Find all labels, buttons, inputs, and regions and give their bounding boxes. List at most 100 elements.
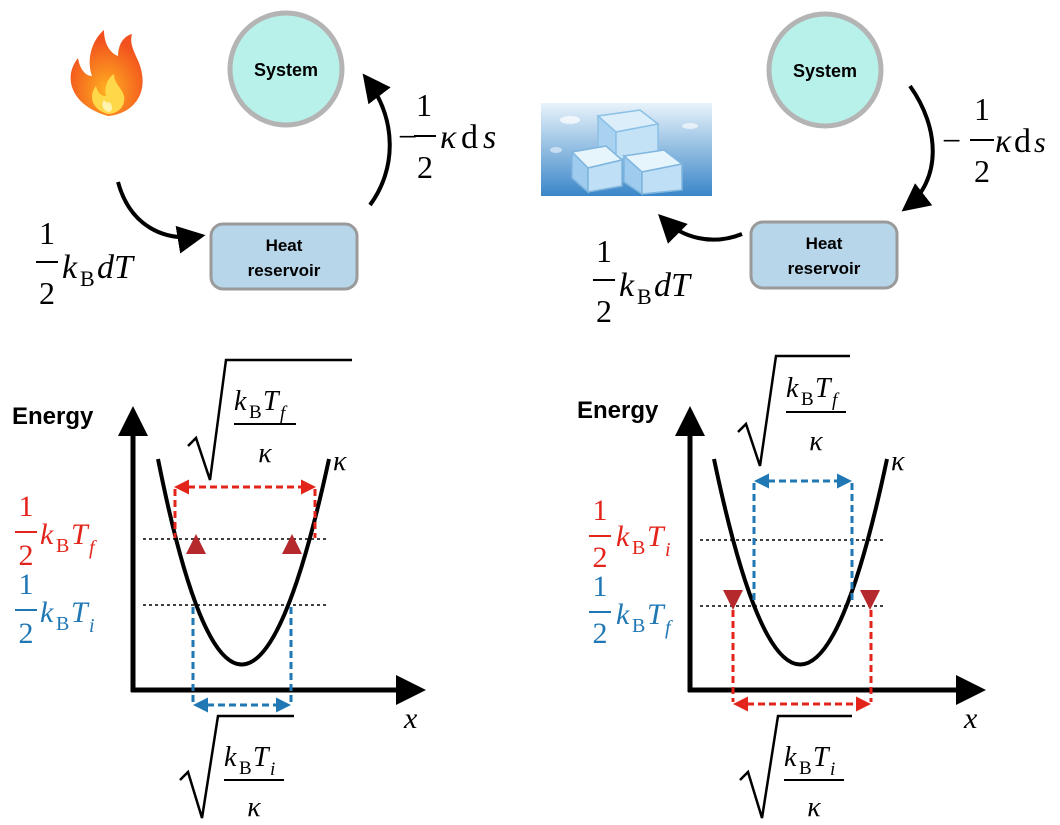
top-width-formula: k B T f κ xyxy=(737,354,850,467)
svg-text:i: i xyxy=(830,759,835,780)
svg-text:T: T xyxy=(647,520,666,553)
heat-reservoir-label-line2: reservoir xyxy=(248,261,321,280)
flame-to-reservoir-arrow xyxy=(116,181,206,254)
svg-text:f: f xyxy=(89,537,97,559)
svg-text:d: d xyxy=(1014,123,1031,160)
curve-stiffness-label: κ xyxy=(891,446,905,477)
system-to-reservoir-arrow xyxy=(901,84,935,212)
svg-text:1: 1 xyxy=(19,568,34,601)
system-node xyxy=(227,10,345,128)
svg-text:1: 1 xyxy=(416,87,432,123)
svg-text:2: 2 xyxy=(593,541,608,574)
potential-plot-cooling: Energy x κ 1 2 k B T i xyxy=(577,354,986,823)
svg-text:B: B xyxy=(801,389,814,410)
svg-text:k: k xyxy=(40,518,54,551)
svg-text:B: B xyxy=(249,402,262,423)
svg-text:B: B xyxy=(80,266,95,291)
svg-text:κ: κ xyxy=(247,792,261,823)
svg-text:2: 2 xyxy=(417,149,433,185)
svg-text:B: B xyxy=(632,615,645,637)
svg-text:T: T xyxy=(253,742,271,773)
svg-text:dT: dT xyxy=(654,267,692,304)
svg-text:2: 2 xyxy=(39,275,55,311)
cooling-cycle: System Heat reservoir − 1 2 κ d s 1 2 k … xyxy=(541,11,1046,329)
svg-text:κ: κ xyxy=(809,426,823,457)
svg-text:k: k xyxy=(786,373,799,404)
svg-text:1: 1 xyxy=(19,490,34,523)
heat-reservoir-box xyxy=(749,220,899,290)
x-axis-label: x xyxy=(963,702,978,735)
heat-reservoir-label-line1: Heat xyxy=(806,234,843,253)
svg-text:κ: κ xyxy=(440,119,457,156)
svg-text:i: i xyxy=(89,615,95,637)
svg-text:dT: dT xyxy=(97,249,135,286)
harmonic-potential-curve xyxy=(712,458,889,667)
svg-text:T: T xyxy=(815,373,833,404)
svg-text:s: s xyxy=(1034,126,1046,159)
svg-text:κ: κ xyxy=(807,792,821,823)
reservoir-to-system-arrow xyxy=(362,73,392,207)
svg-text:−: − xyxy=(942,123,961,160)
initial-width-indicator xyxy=(731,610,873,712)
system-label: System xyxy=(254,60,318,80)
final-width-indicator xyxy=(173,479,317,538)
svg-text:T: T xyxy=(71,596,90,629)
svg-text:k: k xyxy=(619,267,635,304)
svg-text:k: k xyxy=(784,742,797,773)
svg-text:B: B xyxy=(799,758,812,779)
bottom-width-formula: k B T i κ xyxy=(739,714,852,823)
svg-text:1: 1 xyxy=(593,570,608,603)
svg-text:k: k xyxy=(616,598,630,631)
work-term-label: − 1 2 κ d s xyxy=(942,91,1046,189)
svg-text:k: k xyxy=(234,386,247,417)
svg-text:T: T xyxy=(263,386,281,417)
upper-level-label: 1 2 k B T i xyxy=(589,494,671,574)
svg-text:k: k xyxy=(40,596,54,629)
heat-reservoir-label-line2: reservoir xyxy=(788,259,861,278)
curve-stiffness-label: κ xyxy=(333,446,347,477)
initial-width-indicator xyxy=(191,607,293,713)
svg-text:−: − xyxy=(398,119,417,156)
svg-text:B: B xyxy=(637,284,652,309)
svg-text:κ: κ xyxy=(258,438,272,469)
y-axis-label: Energy xyxy=(12,403,94,430)
svg-text:2: 2 xyxy=(19,617,34,650)
svg-text:s: s xyxy=(483,119,496,156)
svg-text:2: 2 xyxy=(19,539,34,572)
lower-level-label: 1 2 k B T i xyxy=(15,568,95,650)
upper-level-label: 1 2 k B T f xyxy=(15,490,97,572)
svg-text:B: B xyxy=(239,758,252,779)
svg-text:i: i xyxy=(665,539,671,561)
work-term-label: − 1 2 κ d s xyxy=(398,87,496,185)
top-width-formula: k B T f κ xyxy=(187,358,352,481)
heat-term-label: 1 2 k B dT xyxy=(593,233,692,329)
y-axis-label: Energy xyxy=(577,397,659,424)
system-label: System xyxy=(793,61,857,81)
heat-reservoir-label-line1: Heat xyxy=(266,236,303,255)
fire-icon xyxy=(70,30,143,116)
bottom-width-formula: k B T i κ xyxy=(179,714,294,823)
potential-plot-heating: Energy x κ 1 2 k B T f xyxy=(12,358,426,823)
svg-text:1: 1 xyxy=(39,215,55,251)
svg-text:f: f xyxy=(832,390,840,411)
svg-text:1: 1 xyxy=(593,494,608,527)
svg-text:k: k xyxy=(62,249,78,286)
svg-text:2: 2 xyxy=(974,153,990,189)
heating-cycle: System Heat reservoir − 1 2 κ d s 1 2 k … xyxy=(36,10,496,311)
svg-text:f: f xyxy=(280,403,288,424)
svg-text:k: k xyxy=(616,520,630,553)
svg-text:1: 1 xyxy=(974,91,990,127)
svg-text:T: T xyxy=(71,518,90,551)
svg-text:T: T xyxy=(813,742,831,773)
heat-term-label: 1 2 k B dT xyxy=(36,215,135,311)
ice-cubes-icon xyxy=(541,103,712,196)
svg-text:2: 2 xyxy=(596,293,612,329)
svg-text:i: i xyxy=(270,759,275,780)
svg-text:1: 1 xyxy=(596,233,612,269)
svg-text:T: T xyxy=(647,598,666,631)
x-axis-label: x xyxy=(403,702,418,735)
harmonic-potential-curve xyxy=(156,458,331,667)
svg-text:B: B xyxy=(56,535,69,557)
heat-reservoir-box xyxy=(209,222,359,291)
